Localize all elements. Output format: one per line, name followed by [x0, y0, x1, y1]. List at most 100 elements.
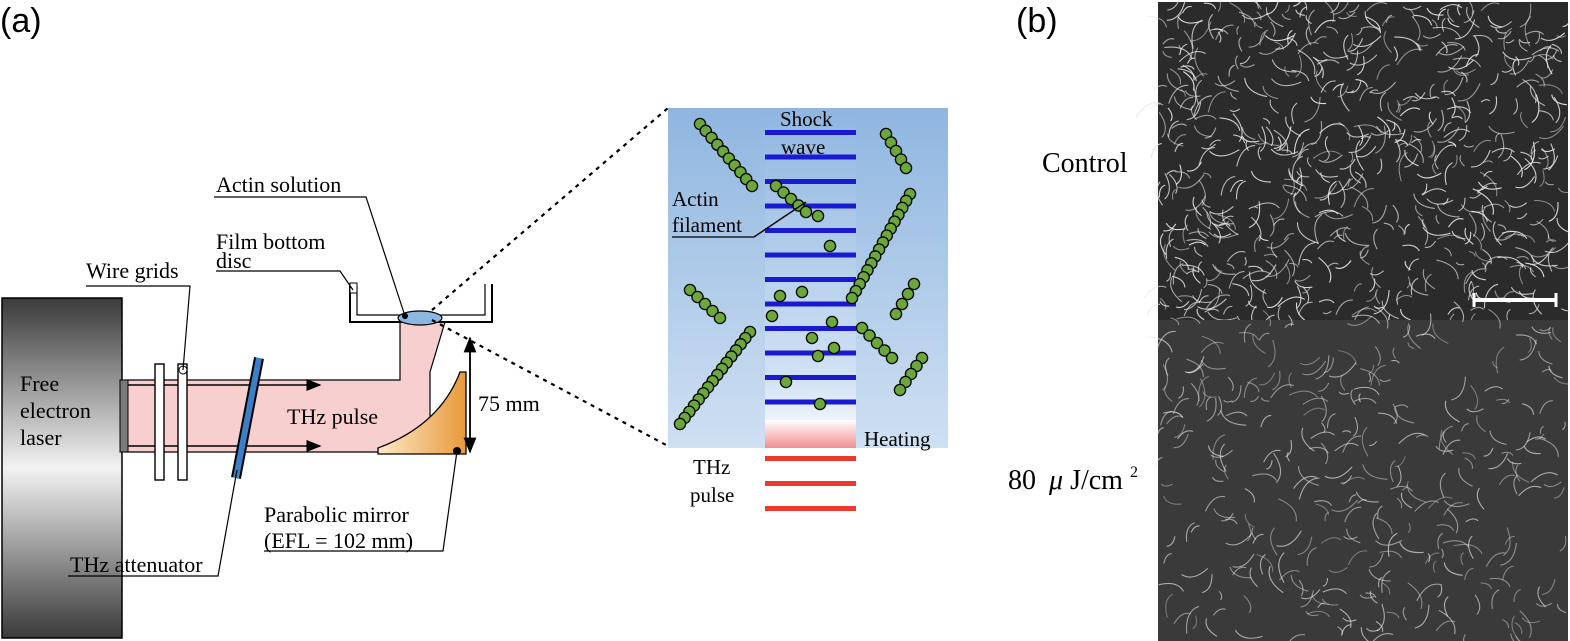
filament	[1342, 430, 1352, 434]
filament	[1360, 26, 1381, 33]
filament	[1428, 111, 1434, 125]
filament	[1290, 574, 1309, 592]
filament	[1504, 233, 1525, 239]
filament	[1168, 120, 1179, 138]
filament	[1480, 99, 1491, 103]
filament	[1245, 140, 1249, 152]
filament	[1346, 528, 1361, 544]
filament	[1222, 305, 1233, 315]
filament	[1470, 384, 1479, 410]
filament	[1335, 260, 1352, 269]
filament	[1297, 49, 1316, 75]
filament	[1518, 40, 1528, 52]
filament	[1421, 218, 1426, 228]
filament	[1443, 79, 1449, 94]
filament	[1516, 212, 1528, 220]
filament	[1219, 443, 1227, 472]
filament	[1366, 292, 1377, 302]
filament	[1452, 155, 1458, 169]
filament	[1472, 233, 1482, 250]
filament	[1510, 286, 1534, 295]
micrograph-control	[1135, 0, 1570, 338]
filament	[1306, 157, 1312, 168]
filament	[1444, 247, 1452, 257]
filament	[1254, 21, 1263, 29]
actin-bead	[893, 383, 907, 397]
filament	[1169, 68, 1182, 85]
filament	[1516, 256, 1530, 260]
filament	[1467, 285, 1480, 301]
filament	[1409, 282, 1429, 296]
filament	[1320, 537, 1342, 544]
filament	[1204, 308, 1220, 313]
filament	[1398, 225, 1405, 236]
filament	[1284, 4, 1290, 14]
filament	[1538, 54, 1549, 69]
actin-bead	[765, 309, 779, 323]
filament	[1368, 440, 1378, 446]
filament	[1322, 51, 1349, 59]
filament	[1254, 0, 1259, 9]
filament	[1182, 264, 1205, 276]
filament	[1509, 202, 1528, 208]
filament	[1190, 525, 1200, 533]
filament	[1195, 79, 1203, 105]
filament	[1295, 9, 1305, 16]
filament	[1232, 113, 1243, 143]
filament	[1361, 205, 1374, 221]
filament	[1392, 204, 1399, 223]
parabolic-mirror-label: Parabolic mirror	[264, 502, 409, 527]
filament	[1368, 568, 1391, 582]
filament	[1428, 144, 1435, 158]
filament	[1165, 222, 1186, 231]
filament	[1198, 146, 1216, 167]
filament	[1302, 258, 1313, 264]
actin-bead	[811, 349, 825, 363]
filament	[1206, 272, 1221, 282]
filament	[1538, 110, 1554, 121]
distance-label: 75 mm	[478, 391, 540, 416]
filament	[1183, 288, 1203, 311]
filament	[1338, 11, 1356, 20]
filament	[1163, 411, 1184, 419]
free-electron-laser	[1, 297, 129, 639]
filament	[1211, 477, 1224, 482]
filament	[1229, 566, 1252, 579]
filament	[1496, 398, 1511, 404]
filament	[1183, 30, 1194, 60]
filament	[1184, 214, 1189, 232]
filament	[1320, 80, 1336, 93]
filament	[1347, 38, 1364, 52]
filament	[1401, 481, 1409, 491]
actin-bead	[691, 290, 704, 304]
filament	[1355, 491, 1379, 503]
filament	[1262, 289, 1268, 307]
filament	[1375, 289, 1381, 305]
filament	[1402, 244, 1420, 252]
filament	[1180, 88, 1186, 97]
filament	[1350, 151, 1354, 163]
filament	[1221, 209, 1239, 236]
filament	[1484, 260, 1492, 269]
filament	[1331, 499, 1358, 512]
filament	[1190, 21, 1212, 42]
filament	[1219, 117, 1241, 131]
filament	[1190, 383, 1200, 406]
beam-label: THz pulse	[287, 404, 378, 429]
filament	[1443, 502, 1464, 516]
actin-bead	[779, 375, 793, 389]
filament	[1489, 430, 1507, 446]
filament	[1372, 512, 1380, 540]
filament	[1550, 116, 1567, 133]
filament	[1234, 629, 1263, 639]
filament	[1171, 123, 1187, 129]
filament	[1437, 8, 1446, 21]
filament	[1182, 224, 1188, 244]
filament	[1342, 226, 1349, 240]
filament	[1398, 96, 1412, 106]
filament	[1396, 465, 1402, 488]
filament	[1319, 123, 1345, 134]
actin-bead	[907, 277, 921, 291]
filament	[1447, 8, 1455, 23]
filament	[1413, 135, 1423, 153]
